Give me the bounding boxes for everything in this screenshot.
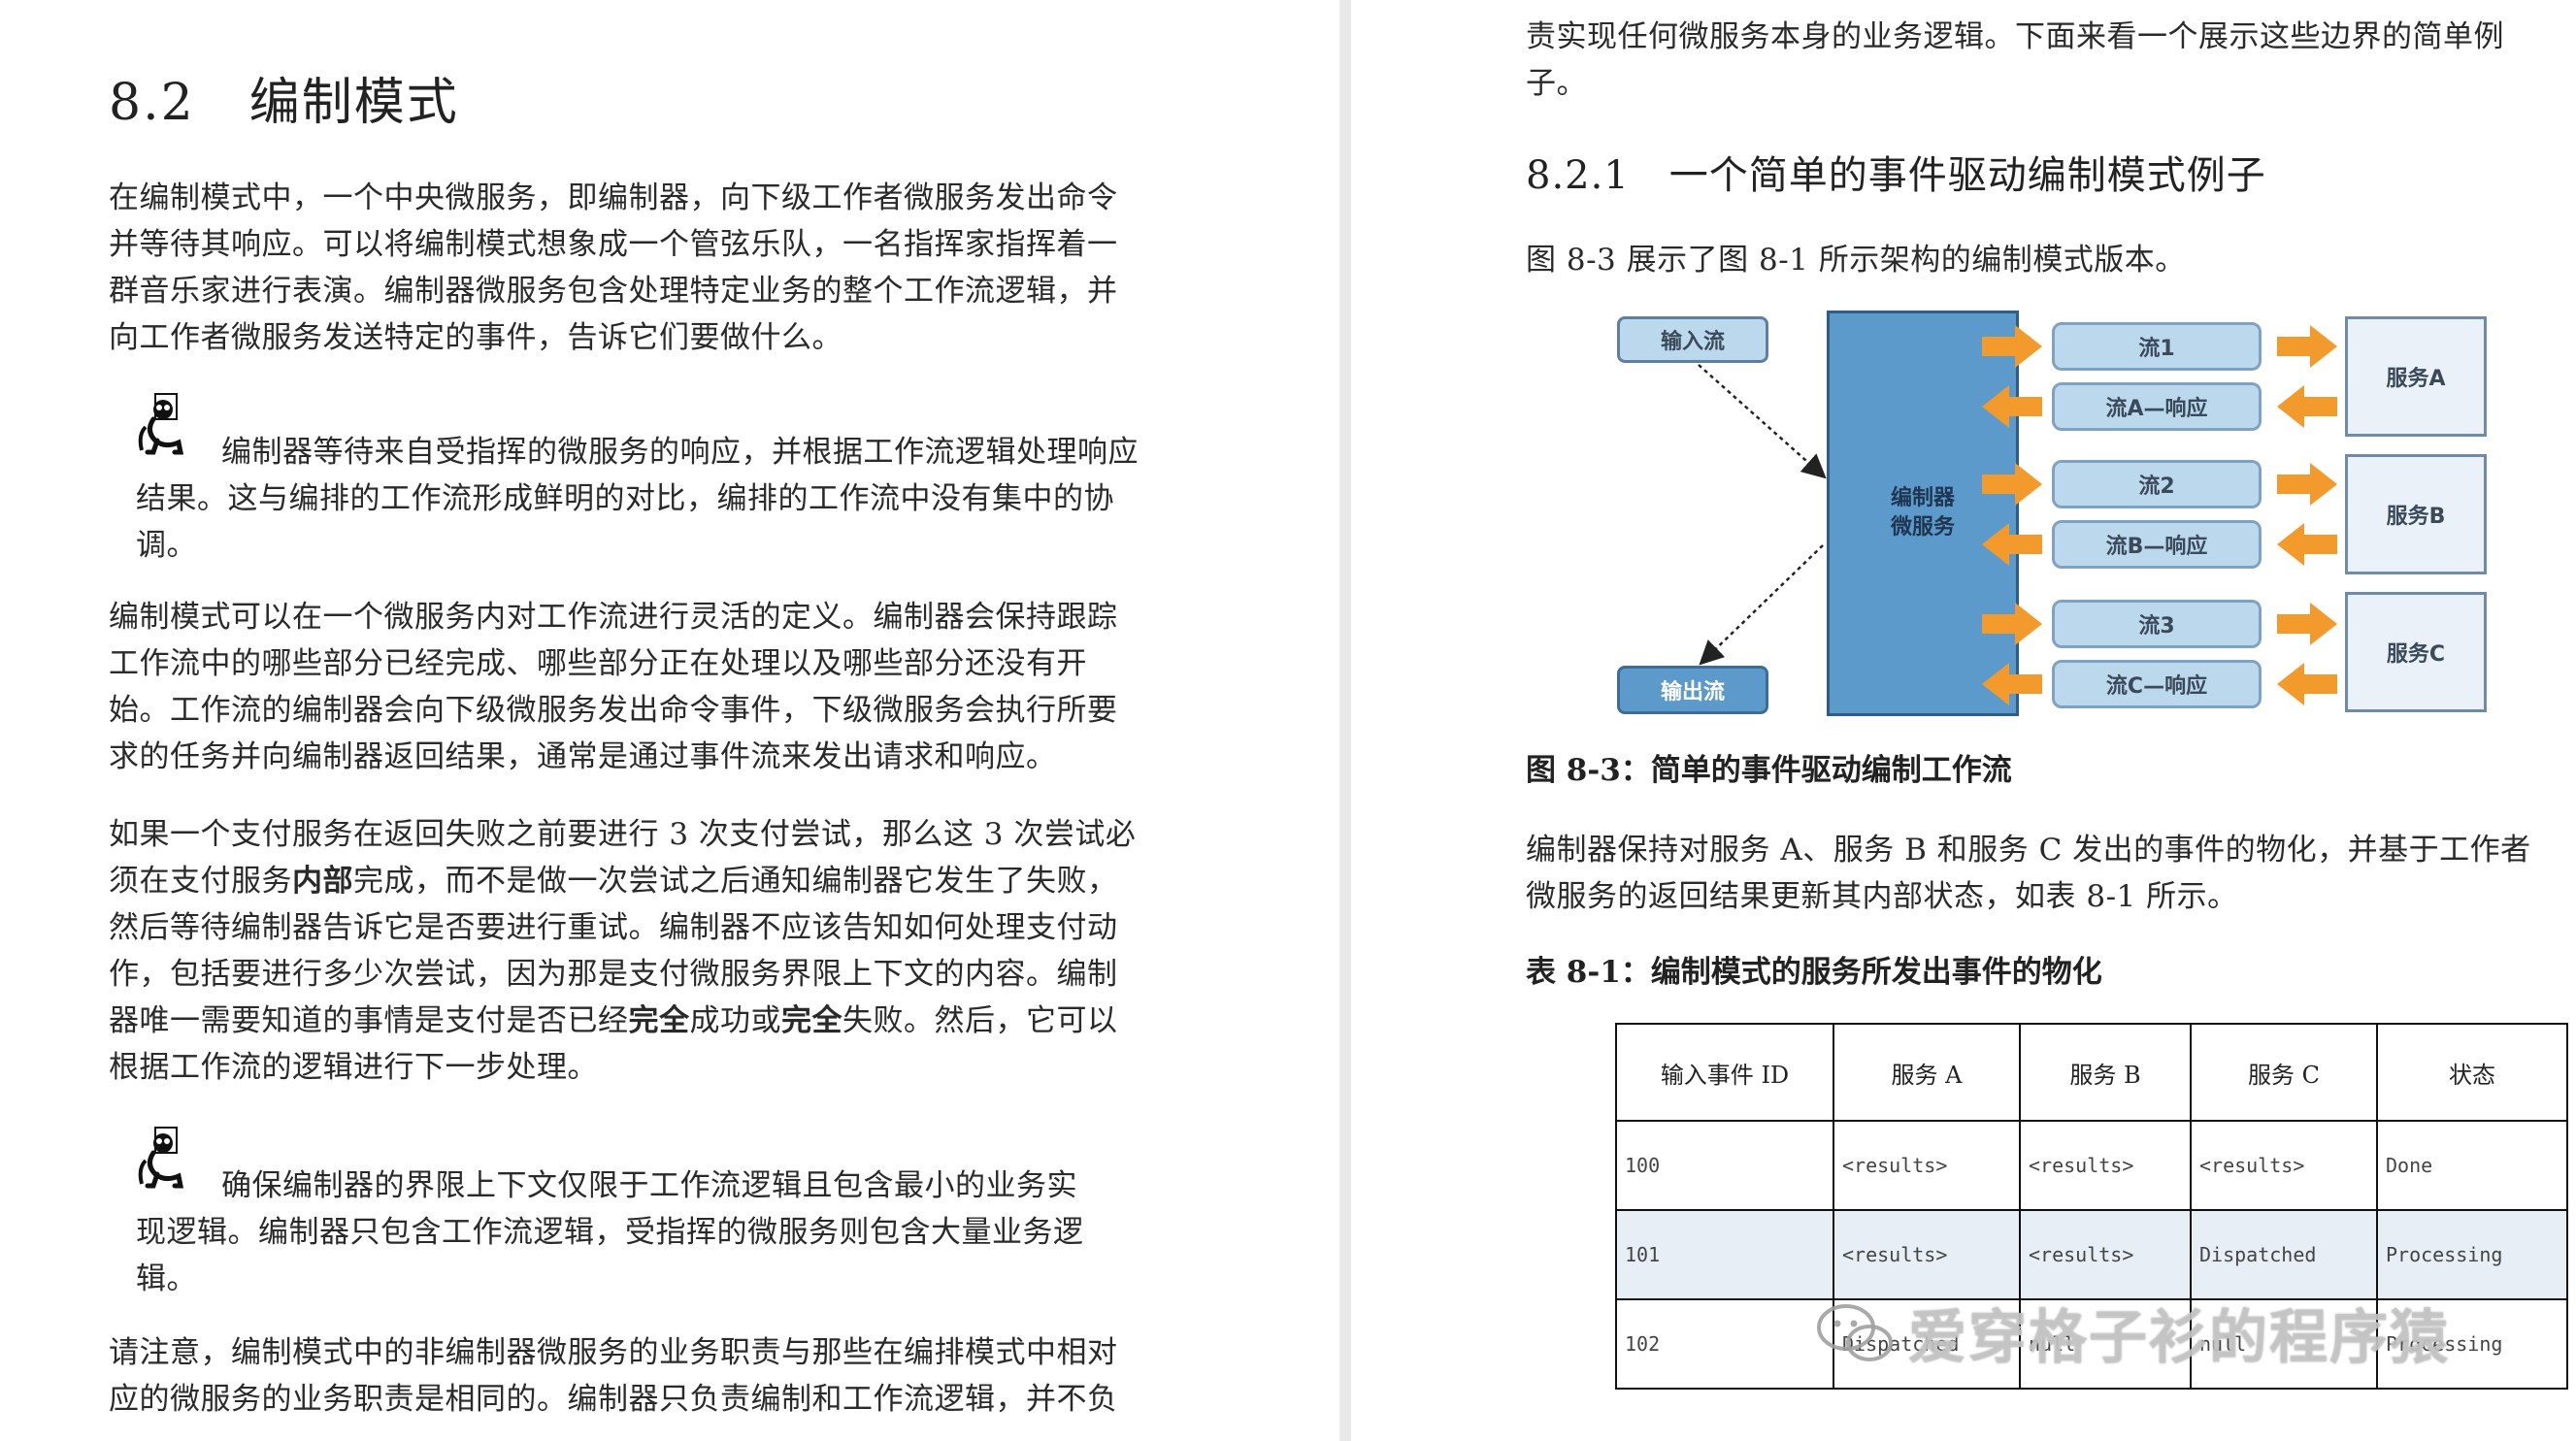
table-header: 输入事件 ID [1615,1023,1834,1122]
table-cell: <results> [1833,1209,2021,1300]
arrow-right-icon [2277,325,2337,368]
note-1-text: 编制器等待来自受指挥的微服务的响应，并根据工作流逻辑处理响应结果。这与编排的工作… [136,435,1139,563]
table-header: 状态 [2376,1023,2568,1122]
service-b-box: 服务B [2345,454,2487,574]
table-header: 服务 B [2019,1023,2192,1122]
arrow-right-icon [2277,603,2337,645]
table-cell: null [2019,1298,2192,1390]
input-connector [1698,364,1827,479]
note-2: 确保编制器的界限上下文仅限于工作流逻辑且包含最小的业务实现逻辑。编制器只包含工作… [136,1126,1145,1296]
arrow-right-icon [1982,603,2042,645]
table-cell: <results> [1833,1120,2021,1211]
table-row: 102 Dispatched null null Processing [1615,1298,2568,1390]
p3-bold-c: 完全 [781,1003,842,1038]
event-materialization-table: 输入事件 ID 服务 A 服务 B 服务 C 状态 100 <results> … [1615,1023,2568,1390]
paragraph-1: 在编制模式中，一个中央微服务，即编制器，向下级工作者微服务发出命令并等待其响应。… [109,180,1118,355]
stream-b-response-box: 流B—响应 [2052,520,2262,569]
lemur-icon [138,393,184,455]
arrow-left-icon [2277,523,2337,566]
left-page: 8.2 编制模式 在编制模式中，一个中央微服务，即编制器，向下级工作者微服务发出命… [0,0,1339,1441]
section-title: 编制模式 [248,74,459,132]
table-cell: Processing [2376,1298,2568,1390]
p3-text-a: 如果一个支付服务在返回失败之前要进行 3 次支付尝试，那么这 3 次尝试必须在支… [109,817,1137,899]
arrow-left-icon [2277,663,2337,705]
service-a-box: 服务A [2345,316,2487,437]
table-cell: Dispatched [2190,1209,2378,1300]
p3-text-c: 成功或 [689,1003,781,1038]
dotted-connectors [1698,364,1827,666]
stream-2-box: 流2 [2052,460,2262,508]
stream-c-response-box: 流C—响应 [2052,660,2262,708]
table-cell: 102 [1615,1298,1834,1390]
table-cell: Done [2376,1120,2568,1211]
arrow-left-icon [1982,523,2042,566]
table-header-row: 输入事件 ID 服务 A 服务 B 服务 C 状态 [1615,1023,2568,1122]
input-stream-box: 输入流 [1617,316,1768,363]
stream-a-response-box: 流A—响应 [2052,382,2262,431]
table-row: 100 <results> <results> <results> Done [1615,1120,2568,1211]
p3-bold-b: 完全 [628,1003,690,1038]
stream-3-box: 流3 [2052,600,2262,648]
event-table-wrap: 输入事件 ID 服务 A 服务 B 服务 C 状态 100 <results> … [1615,1023,2568,1390]
table-cell: <results> [2019,1209,2192,1300]
service-c-box: 服务C [2345,592,2487,712]
table-cell: <results> [2019,1120,2192,1211]
arrow-right-icon [1982,325,2042,368]
right-page: 责实现任何微服务本身的业务逻辑。下面来看一个展示这些边界的简单例子。 8.2.1… [1351,0,2576,1441]
lemur-icon [138,1127,184,1189]
watermark: 爱穿格子衫的程序猿 [1817,1291,2450,1375]
table-cell: <results> [2190,1120,2378,1211]
note-2-text: 确保编制器的界限上下文仅限于工作流逻辑且包含最小的业务实现逻辑。编制器只包含工作… [136,1168,1084,1296]
arrow-right-icon [1982,463,2042,506]
paragraph-continued: 责实现任何微服务本身的业务逻辑。下面来看一个展示这些边界的简单例子。 [1526,19,2504,101]
table-header: 服务 A [1833,1023,2021,1122]
table-cell: Processing [2376,1209,2568,1300]
orchestration-diagram: 输入流 输出流 编制器 微服务 流1 流A—响应 流2 流B—响应 流3 流C—… [1617,311,2491,718]
p3-bold-a: 内部 [292,864,353,899]
table-cell: null [2190,1298,2378,1390]
orchestrator-label-2: 微服务 [1890,515,1955,540]
watermark-text: 爱穿格子衫的程序猿 [1908,1304,2450,1372]
table-cell: 101 [1615,1209,1834,1300]
note-1: 编制器等待来自受指挥的微服务的响应，并根据工作流逻辑处理响应结果。这与编排的工作… [136,392,1145,563]
arrow-left-icon [2277,385,2337,428]
arrow-right-icon [2277,463,2337,506]
arrow-left-icon [1982,663,2042,705]
subsection-heading: 8.2.1 一个简单的事件驱动编制模式例子 [1526,153,2266,198]
table-caption: 表 8-1：编制模式的服务所发出事件的物化 [1526,955,2102,990]
wechat-icon [1817,1303,1893,1361]
figure-caption: 图 8-3：简单的事件驱动编制工作流 [1526,753,2012,788]
output-stream-box: 输出流 [1617,666,1768,714]
output-connector [1699,544,1824,666]
paragraph-4: 请注意，编制模式中的非编制器微服务的业务职责与那些在编排模式中相对应的微服务的业… [109,1335,1118,1417]
paragraph-2: 编制模式可以在一个微服务内对工作流进行灵活的定义。编制器会保持跟踪工作流中的哪些… [109,600,1118,774]
table-header: 服务 C [2190,1023,2378,1122]
figure-intro: 图 8-3 展示了图 8-1 所示架构的编制模式版本。 [1526,243,2186,278]
orchestrator-box: 编制器 微服务 [1827,311,2019,716]
table-row: 101 <results> <results> Dispatched Proce… [1615,1209,2568,1300]
paragraph-3: 如果一个支付服务在返回失败之前要进行 3 次支付尝试，那么这 3 次尝试必须在支… [109,811,1138,1091]
stream-1-box: 流1 [2052,322,2262,371]
p3-text-d: 失败。然后，它可以根据工作流的逻辑进行下一步处理。 [109,1003,1118,1085]
section-heading: 8.2 编制模式 [109,74,459,132]
section-number: 8.2 [109,74,195,132]
paragraph-materialization: 编制器保持对服务 A、服务 B 和服务 C 发出的事件的物化，并基于工作者微服务… [1526,833,2531,914]
p3-text-b: 完成，而不是做一次尝试之后通知编制器它发生了失败，然后等待编制器告诉它是否要进行… [109,864,1118,1038]
arrow-left-icon [1982,385,2042,428]
table-cell: 100 [1615,1120,1834,1211]
orchestrator-label-1: 编制器 [1890,486,1955,510]
